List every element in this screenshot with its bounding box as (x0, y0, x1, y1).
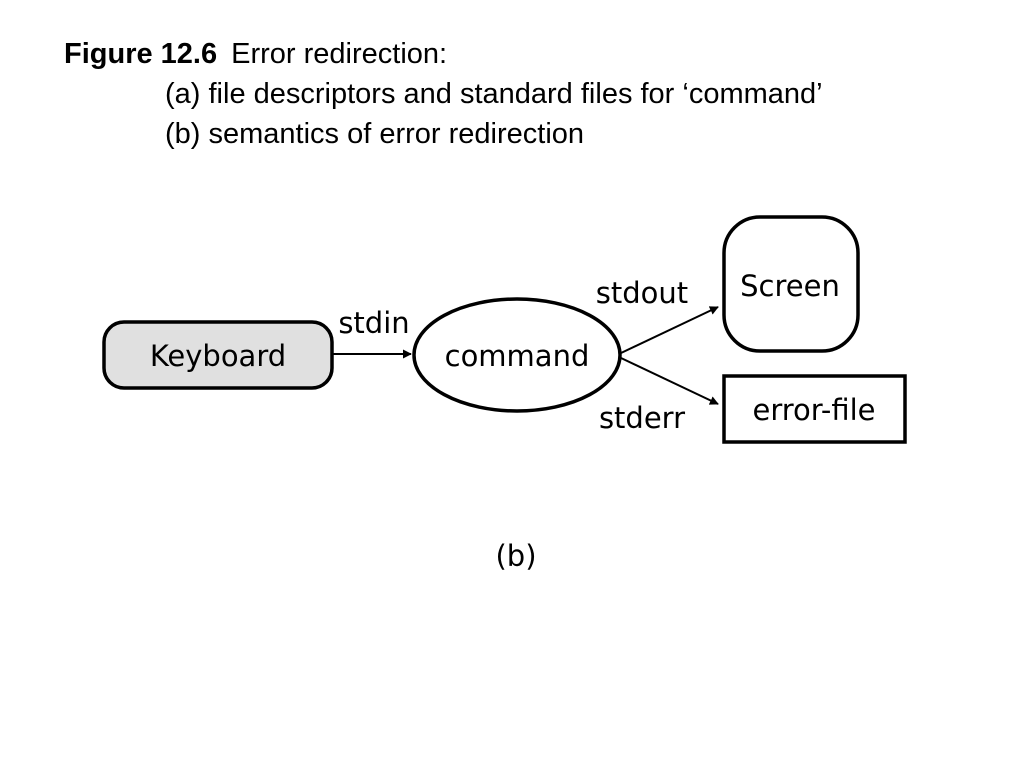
stdin-edge: stdin (332, 306, 412, 359)
command-ellipse (412, 297, 622, 413)
caption-title: Error redirection: (231, 38, 448, 70)
figure-number: Figure 12.6 (64, 38, 218, 70)
subfigure-label: (b) (495, 539, 536, 573)
stderr-label: stderr (599, 401, 685, 435)
screen-node: Screen (722, 215, 860, 353)
keyboard-node: Keyboard (102, 320, 334, 390)
error-file-box (722, 374, 907, 444)
command-label: command (445, 339, 590, 373)
stdout-arrow (620, 306, 719, 354)
stderr-edge: stderr (599, 357, 719, 435)
caption-part-b: (b) semantics of error redirection (165, 118, 585, 150)
caption-heading: Figure 12.6 Error redirection: (64, 34, 823, 74)
stdout-label: stdout (596, 276, 688, 310)
error-file-node: error-file (722, 374, 907, 444)
error-file-label: error-file (753, 393, 876, 427)
stdin-label: stdin (338, 306, 409, 340)
screen-box (722, 215, 860, 353)
figure-caption: Figure 12.6 Error redirection: (a) file d… (64, 34, 823, 154)
command-node: command (412, 297, 622, 413)
keyboard-label: Keyboard (150, 339, 286, 373)
screen-label: Screen (740, 269, 840, 303)
caption-part-a: (a) file descriptors and standard files … (165, 78, 823, 110)
stdout-edge: stdout (596, 276, 719, 354)
stderr-arrow (620, 357, 719, 405)
